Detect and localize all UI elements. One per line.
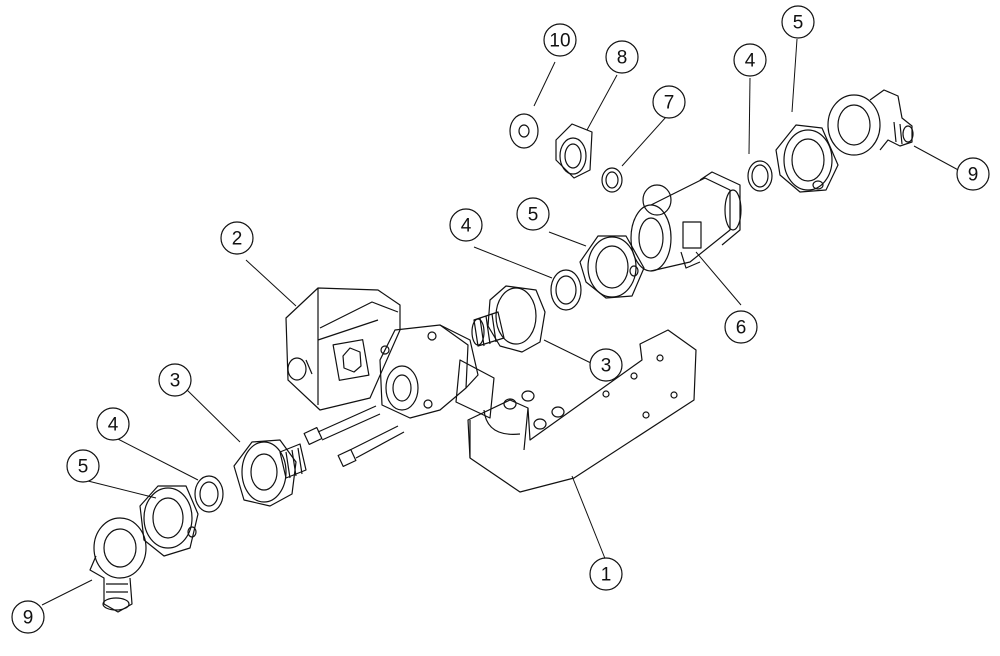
callout-balloon <box>733 43 767 77</box>
callout-number: 9 <box>23 608 34 629</box>
part-mounting-bracket-1 <box>467 329 697 493</box>
callout-9: 9 <box>11 600 45 634</box>
callout-balloon <box>605 40 639 74</box>
callout-balloon <box>66 449 100 483</box>
part-gasket <box>455 359 495 419</box>
callout-3: 3 <box>158 363 192 397</box>
callout-number: 7 <box>664 93 675 114</box>
callout-4: 4 <box>96 407 130 441</box>
callout-balloon <box>781 5 815 39</box>
callout-balloon <box>543 23 577 57</box>
callout-number: 3 <box>170 371 181 392</box>
callout-balloon <box>96 407 130 441</box>
callout-balloon <box>724 310 758 344</box>
callout-number: 2 <box>232 229 243 250</box>
callout-balloon <box>652 85 686 119</box>
callout-number: 4 <box>461 216 472 237</box>
callout-7: 7 <box>652 85 686 119</box>
part-hose-barb-elbow-9-lower <box>89 517 147 613</box>
part-adapter-3-lower <box>233 439 307 507</box>
callout-10: 10 <box>543 23 577 57</box>
callout-number: 5 <box>793 13 804 34</box>
leader-lines <box>41 38 963 606</box>
part-hose-barb-elbow-9-upper <box>827 89 914 156</box>
callout-balloon <box>11 600 45 634</box>
part-solenoid-valve-2 <box>285 287 401 411</box>
part-valve-body-flange <box>379 324 479 419</box>
callout-balloon <box>449 208 483 242</box>
callout-2: 2 <box>220 221 254 255</box>
callout-number: 4 <box>745 51 756 72</box>
part-oring-4-middle <box>550 269 582 311</box>
part-union-nut-5-upper <box>775 124 839 193</box>
callout-balloon <box>589 348 623 382</box>
callout-number: 8 <box>617 48 628 69</box>
callout-number: 1 <box>601 565 612 586</box>
callout-5: 5 <box>516 197 550 231</box>
callout-balloon <box>516 197 550 231</box>
part-adapter-3-middle <box>471 285 546 353</box>
callout-number: 4 <box>108 415 119 436</box>
callout-balloon <box>220 221 254 255</box>
callout-number: 5 <box>528 205 539 226</box>
callout-5: 5 <box>781 5 815 39</box>
part-oring-7 <box>601 167 623 193</box>
callout-number: 6 <box>736 318 747 339</box>
callout-3: 3 <box>589 348 623 382</box>
callout-4: 4 <box>449 208 483 242</box>
part-oring-4-lower <box>194 475 224 513</box>
callout-number: 9 <box>968 165 979 186</box>
callout-number: 5 <box>78 457 89 478</box>
callout-9: 9 <box>956 157 990 191</box>
part-bolt-long <box>337 425 405 467</box>
part-nut-8 <box>555 123 593 179</box>
callout-number: 3 <box>601 356 612 377</box>
callout-5: 5 <box>66 449 100 483</box>
callout-4: 4 <box>733 43 767 77</box>
callout-8: 8 <box>605 40 639 74</box>
part-oring-4-upper <box>747 160 773 192</box>
part-washer-10 <box>509 113 539 149</box>
callout-balloon <box>589 557 623 591</box>
callout-6: 6 <box>724 310 758 344</box>
callout-balloon <box>158 363 192 397</box>
callout-1: 1 <box>589 557 623 591</box>
part-tee-body-6 <box>630 171 742 272</box>
callout-number: 10 <box>549 31 570 52</box>
part-nuts-washers <box>503 390 565 430</box>
callout-balloon <box>956 157 990 191</box>
part-union-nut-5-lower <box>139 485 199 557</box>
part-bolt-short <box>303 405 381 445</box>
part-union-nut-5-middle <box>579 235 645 299</box>
